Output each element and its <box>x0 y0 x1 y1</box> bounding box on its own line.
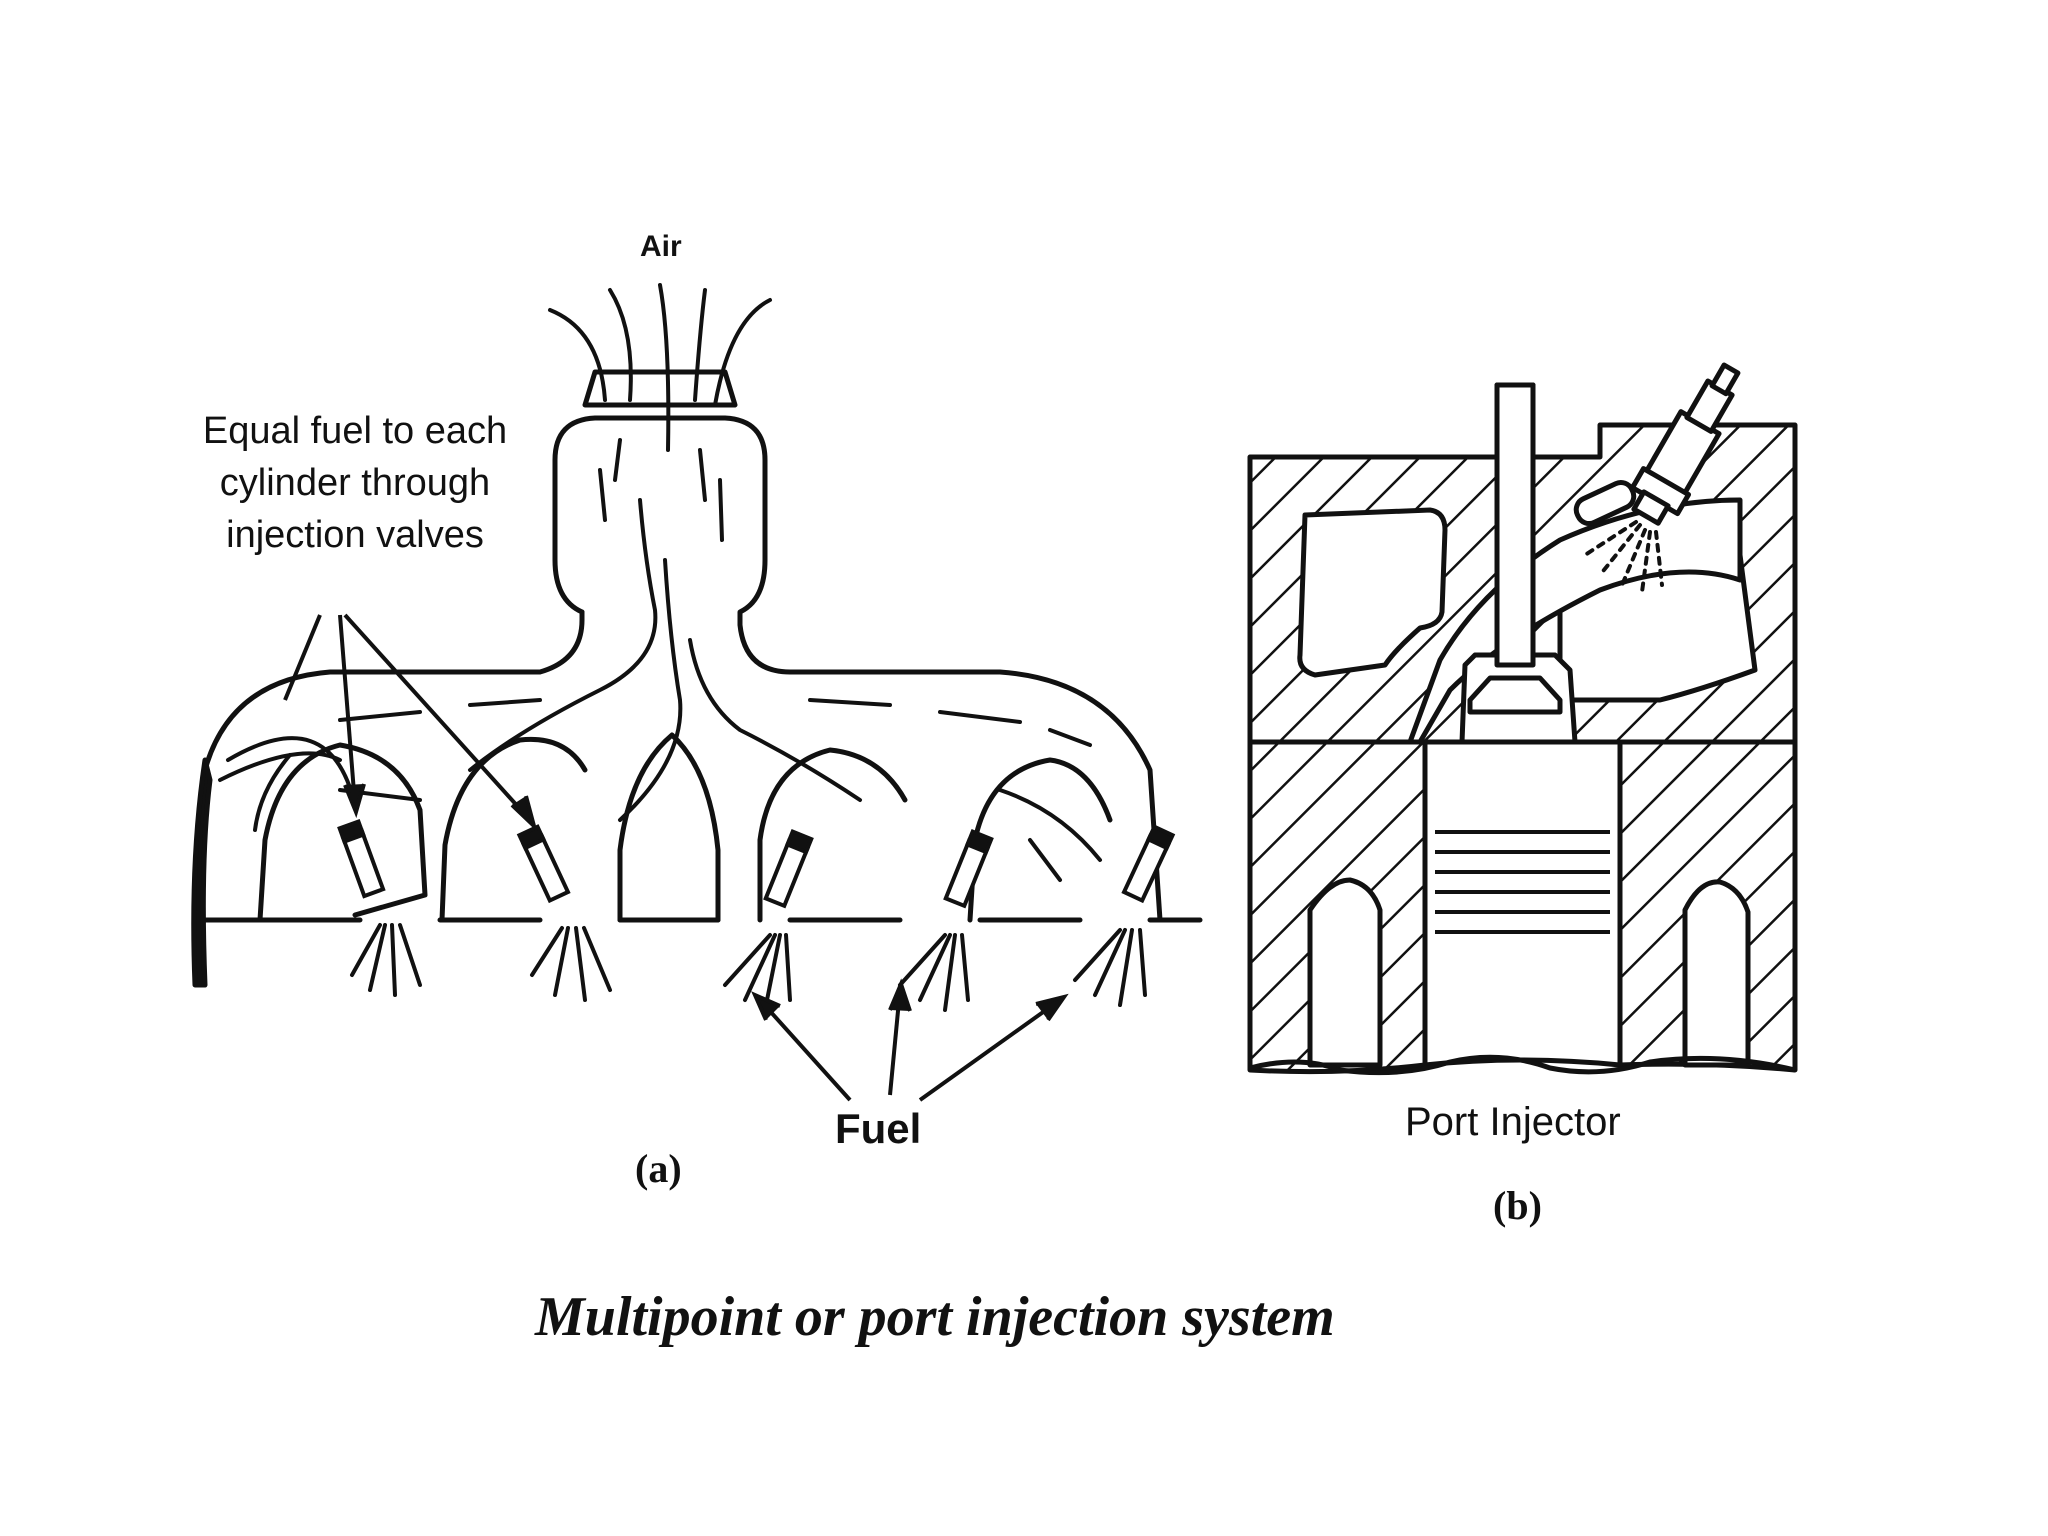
wire <box>226 736 357 807</box>
port-injector-body <box>1629 362 1741 526</box>
wire <box>218 751 342 782</box>
spray-line <box>1598 523 1642 577</box>
flow-line <box>598 438 724 542</box>
callout-arrow-2-head <box>510 795 538 833</box>
injector-5 <box>1121 824 1176 904</box>
flow-line <box>618 558 683 822</box>
callout-arrows <box>283 613 538 833</box>
runner-arch-5 <box>967 757 1113 923</box>
fuel-label: Fuel <box>835 1105 922 1152</box>
piston <box>1422 739 1623 1068</box>
spray-1 <box>350 923 422 997</box>
callout-arrow-1-head <box>343 783 366 819</box>
injector-4 <box>943 828 994 909</box>
fuel-arrow-3-head <box>1035 993 1069 1022</box>
flow-line <box>468 498 658 772</box>
callout-label: Equal fuel to each cylinder through inje… <box>202 410 508 556</box>
spray-line <box>1618 528 1647 592</box>
plenum-body <box>552 415 1198 923</box>
panel-b-letter: (b) <box>1493 1183 1542 1228</box>
valve-head-top <box>1467 675 1563 715</box>
valve-stem-top <box>1494 382 1536 668</box>
exhaust-port <box>1297 507 1448 678</box>
spray-5 <box>1073 928 1147 1007</box>
air-stream <box>658 283 671 452</box>
figure-caption: Multipoint or port injection system <box>535 1286 1335 1348</box>
spray-line <box>1640 530 1652 594</box>
spray-4 <box>898 933 970 1012</box>
air-stream <box>713 298 772 407</box>
air-label: Air <box>640 230 682 263</box>
fuel-sprays <box>350 923 1147 1012</box>
flow-dash <box>338 698 1092 747</box>
flow-line <box>688 638 862 802</box>
flow-dash <box>253 753 1102 882</box>
spray-line <box>1654 530 1664 587</box>
fuel-arrow-2-head <box>888 978 912 1012</box>
coolant-passage-right <box>1682 879 1751 1068</box>
throttle-cap <box>582 369 738 408</box>
spray-line <box>1583 520 1638 557</box>
fuel-arrow-3 <box>918 998 1062 1102</box>
runner-arch-1 <box>257 742 428 923</box>
piston-rings <box>1435 830 1610 934</box>
spray-2 <box>530 926 612 1002</box>
spray-3 <box>723 933 792 1012</box>
wire-bundle <box>191 757 213 988</box>
plug-element <box>1573 479 1637 527</box>
panel-a-letter: (a) <box>635 1146 682 1191</box>
injector-2 <box>516 824 571 904</box>
injector-3 <box>763 828 814 909</box>
injector-set <box>337 818 1176 909</box>
callout-arrow-3 <box>283 614 322 701</box>
coolant-passage-left <box>1307 877 1383 1068</box>
callout-arrow-2 <box>343 613 532 822</box>
runner-arch-3 <box>617 732 721 923</box>
panel-b-port-injector <box>1247 362 1798 1076</box>
break-line <box>1249 1054 1796 1076</box>
fuel-arrow-1 <box>758 998 852 1102</box>
fuel-arrow-1-head <box>751 991 781 1021</box>
air-stream <box>608 288 633 402</box>
callout-arrow-1 <box>338 614 357 806</box>
block-frame <box>1247 425 1798 1070</box>
port-injector-spray <box>1583 520 1664 594</box>
air-stream <box>693 288 707 402</box>
port-injector-label: Port Injector <box>1405 1100 1621 1144</box>
panel-a-manifold <box>191 283 1203 988</box>
fuel-arrows <box>751 978 1069 1102</box>
runner-arch-2 <box>439 736 588 923</box>
runner-arch-4 <box>757 747 908 923</box>
plenum-outline <box>192 609 585 923</box>
air-stream <box>548 308 607 402</box>
injector-1 <box>337 818 386 899</box>
